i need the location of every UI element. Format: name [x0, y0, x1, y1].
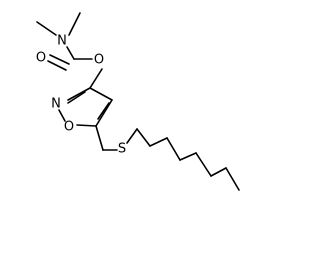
ring-double-bond-c3-n — [67, 91, 86, 104]
n-methyl-bond-right — [68, 12, 81, 36]
octyl-bond-7 — [225, 167, 240, 191]
carbonyl-double-bond-inner — [47, 60, 67, 71]
octyl-bond-3 — [166, 137, 181, 161]
ring-bond-c3-n — [67, 87, 91, 101]
ester-ring-bond — [89, 68, 103, 89]
n-methyl-bond-left — [36, 21, 57, 36]
ring-bond-c5-c4 — [95, 99, 113, 127]
ring-bond-c4-c3 — [89, 87, 113, 101]
octyl-bond-6 — [210, 167, 227, 177]
carbonyl-double-bond-outer — [49, 54, 70, 65]
octyl-bond-5 — [195, 152, 212, 177]
carbonyl-oxygen-label: O — [36, 51, 46, 66]
amine-nitrogen-label: N — [57, 34, 67, 49]
ring-methylene-bond — [95, 125, 104, 151]
ring-bond-n-o — [58, 109, 66, 122]
octyl-bond-2 — [149, 137, 168, 147]
sulfur-chain-bond — [126, 128, 138, 144]
octyl-bond-1 — [136, 128, 151, 147]
ring-double-bond-c4-c5 — [97, 102, 110, 120]
n-carbonyl-bond — [66, 46, 75, 60]
ester-oxygen-label: O — [94, 53, 104, 68]
ring-nitrogen-label: N — [51, 97, 61, 112]
chemical-structure-diagram: N O O N O S — [36, 12, 240, 191]
ring-oxygen-label: O — [64, 120, 74, 135]
octyl-bond-4 — [179, 152, 197, 161]
ring-bond-o-c5 — [76, 124, 97, 127]
sulfur-label: S — [118, 142, 126, 157]
